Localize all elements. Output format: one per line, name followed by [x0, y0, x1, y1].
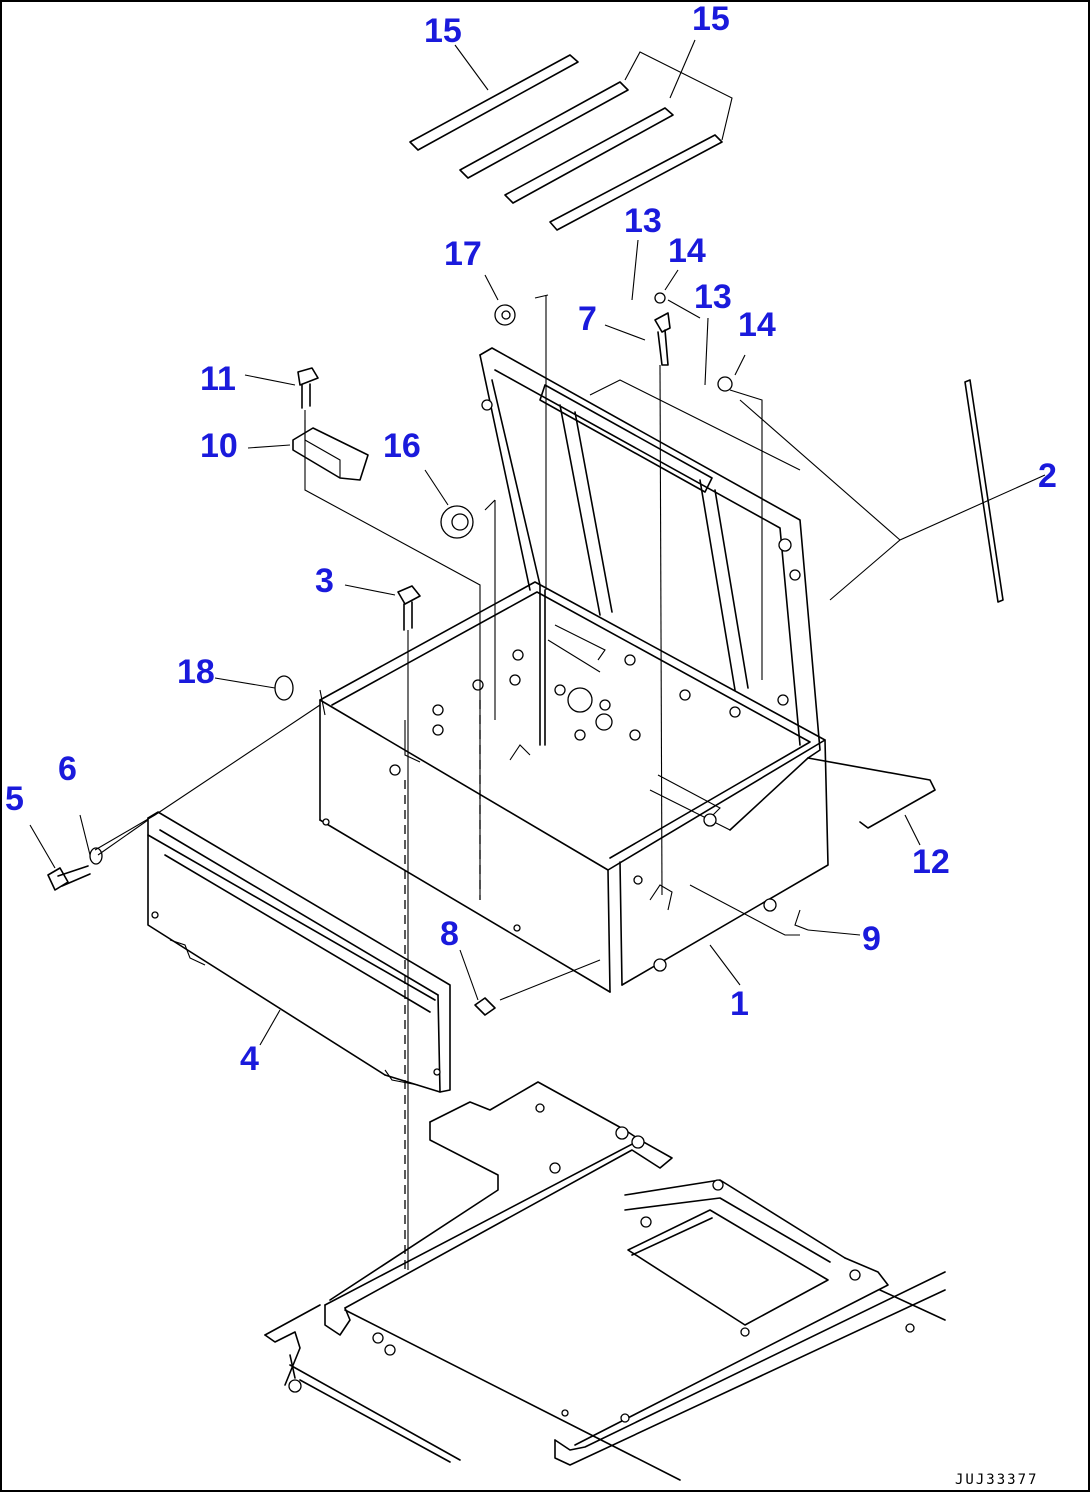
- label-14-lower: 14: [738, 306, 776, 344]
- base-frame: [264, 1081, 946, 1481]
- label-17: 17: [444, 235, 482, 273]
- label-8: 8: [440, 915, 459, 953]
- label-7: 7: [578, 300, 597, 338]
- label-4: 4: [240, 1040, 259, 1078]
- label-16: 16: [383, 427, 421, 465]
- label-1: 1: [730, 985, 749, 1023]
- label-12: 12: [912, 843, 950, 881]
- label-14-upper: 14: [668, 232, 706, 270]
- leader-lines: [29, 39, 1046, 1270]
- label-13-lower: 13: [694, 278, 732, 316]
- label-11: 11: [200, 360, 236, 398]
- label-13-upper: 13: [624, 202, 662, 240]
- label-18: 18: [177, 653, 215, 691]
- part-12-lid: [479, 347, 936, 831]
- part-1-box: [319, 581, 829, 993]
- part-9-bracket: [649, 884, 809, 936]
- label-10: 10: [200, 427, 238, 465]
- label-9: 9: [862, 920, 881, 958]
- label-5: 5: [5, 780, 24, 818]
- label-6: 6: [58, 750, 77, 788]
- part-labels: 15 15 13 14 13 14 17 7 11 10 16 2 3 18 6…: [5, 0, 1057, 1078]
- label-3: 3: [315, 562, 334, 600]
- part-4-panel: [147, 811, 451, 1093]
- label-15-left: 15: [424, 12, 462, 50]
- label-15-right: 15: [692, 0, 730, 38]
- drawing-code: JUJ33377: [955, 1472, 1038, 1488]
- hardware-parts: [47, 292, 733, 1016]
- part-15-strips: [409, 51, 733, 231]
- label-2: 2: [1038, 457, 1057, 495]
- part-2-rod: [964, 379, 1004, 603]
